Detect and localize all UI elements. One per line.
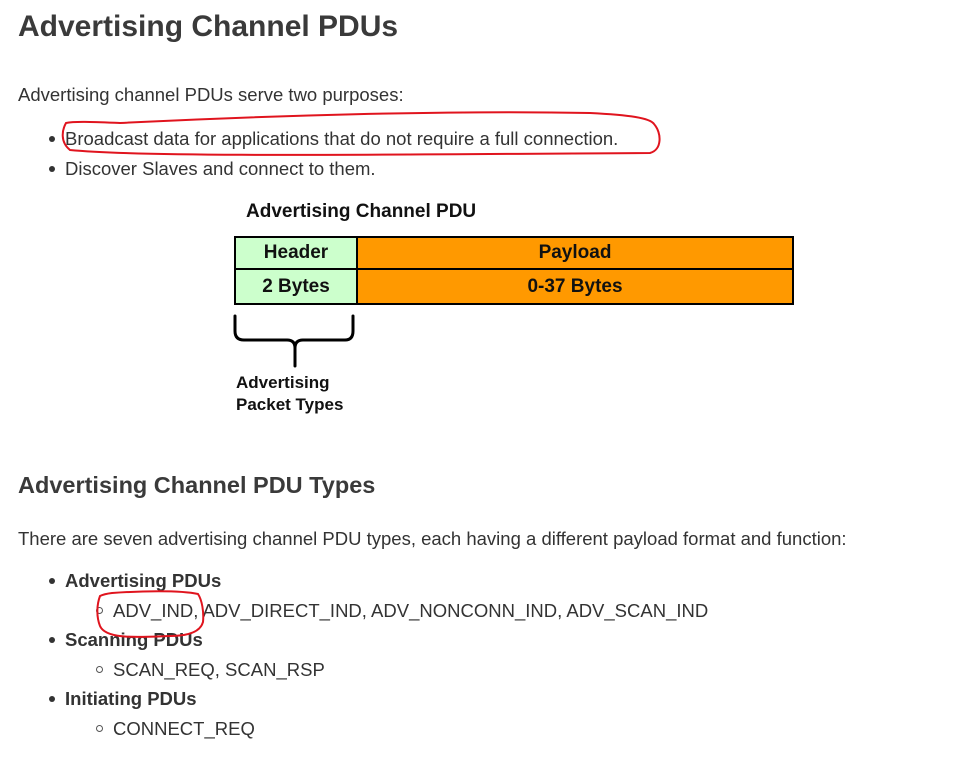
sub-list: ADV_IND, ADV_DIRECT_IND, ADV_NONCONN_IND… <box>65 596 708 626</box>
pdu-types-list: Advertising PDUs ADV_IND, ADV_DIRECT_IND… <box>18 566 708 743</box>
purpose-text: Broadcast data for applications that do … <box>65 128 619 149</box>
payload-cell: Payload <box>356 236 794 270</box>
category-name: Initiating PDUs <box>65 688 197 709</box>
category-name: Advertising PDUs <box>65 570 222 591</box>
pdu-names: ADV_IND, ADV_DIRECT_IND, ADV_NONCONN_IND… <box>113 599 709 621</box>
list-item: Advertising PDUs ADV_IND, ADV_DIRECT_IND… <box>18 566 708 625</box>
purpose-text: Discover Slaves and connect to them. <box>65 158 376 179</box>
list-item: Discover Slaves and connect to them. <box>18 154 618 184</box>
intro-paragraph: Advertising channel PDUs serve two purpo… <box>18 84 404 105</box>
list-item: ADV_IND, ADV_DIRECT_IND, ADV_NONCONN_IND… <box>65 596 708 626</box>
sub-list: CONNECT_REQ <box>65 714 708 744</box>
header-cell: Header <box>234 236 358 270</box>
list-item: SCAN_REQ, SCAN_RSP <box>65 655 708 685</box>
bullet-icon <box>49 166 55 172</box>
list-item: Initiating PDUs CONNECT_REQ <box>18 684 708 743</box>
header-size-cell: 2 Bytes <box>234 268 358 305</box>
section-title: Advertising Channel PDU Types <box>18 472 376 498</box>
brace-label-line: Packet Types <box>236 395 344 414</box>
types-intro-paragraph: There are seven advertising channel PDU … <box>18 528 847 549</box>
brace-icon <box>233 314 355 368</box>
bullet-icon <box>49 637 55 643</box>
bullet-icon <box>49 578 55 584</box>
list-item: Scanning PDUs SCAN_REQ, SCAN_RSP <box>18 625 708 684</box>
brace-label-line: Advertising <box>236 373 330 392</box>
sub-list: SCAN_REQ, SCAN_RSP <box>65 655 708 685</box>
category-name: Scanning PDUs <box>65 629 203 650</box>
page-title: Advertising Channel PDUs <box>18 10 399 43</box>
payload-size-cell: 0-37 Bytes <box>356 268 794 305</box>
bullet-icon <box>49 136 55 142</box>
bullet-icon <box>49 696 55 702</box>
diagram-title: Advertising Channel PDU <box>246 201 477 222</box>
pdu-names: CONNECT_REQ <box>113 717 255 739</box>
brace-label: Advertising Packet Types <box>236 372 343 416</box>
circle-bullet-icon <box>96 665 103 673</box>
pdu-names: SCAN_REQ, SCAN_RSP <box>113 658 325 680</box>
list-item: Broadcast data for applications that do … <box>18 124 618 154</box>
list-item: CONNECT_REQ <box>65 714 708 744</box>
circle-bullet-icon <box>96 606 103 614</box>
circle-bullet-icon <box>96 724 103 732</box>
purposes-list: Broadcast data for applications that do … <box>18 124 618 184</box>
